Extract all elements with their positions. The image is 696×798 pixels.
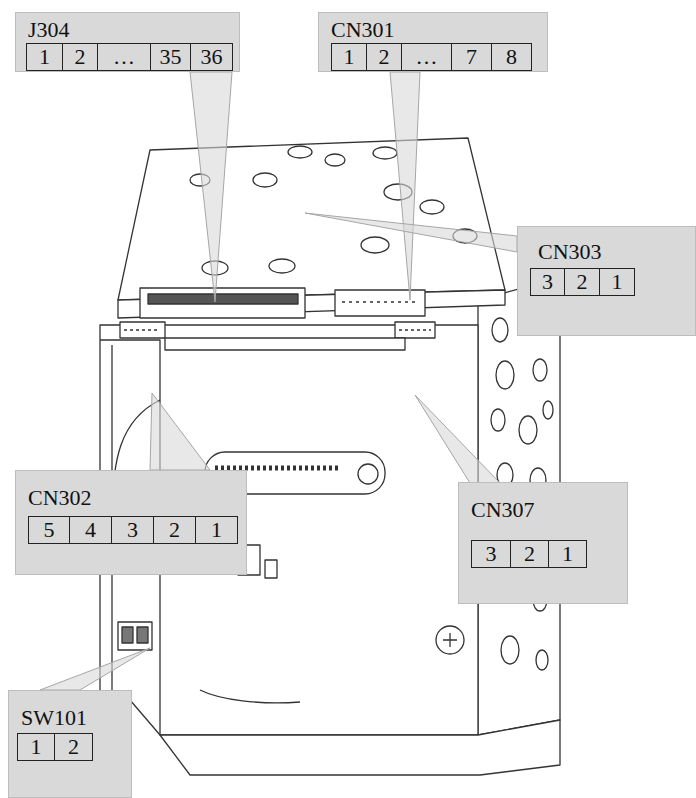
pin-number: 8 bbox=[506, 46, 517, 68]
callout-box: CN307 3 2 1 bbox=[458, 482, 628, 604]
pin-number: 7 bbox=[466, 46, 477, 68]
pin-cell: 2 bbox=[154, 516, 196, 544]
pin-number: … bbox=[113, 46, 135, 68]
pin-number: 1 bbox=[562, 543, 573, 565]
pin-number: … bbox=[416, 46, 438, 68]
pin-cell: 1 bbox=[26, 43, 63, 71]
callout-box: CN303 3 2 1 bbox=[517, 226, 696, 336]
pin-number: 5 bbox=[44, 519, 55, 541]
pin-number: 3 bbox=[542, 271, 553, 293]
callout-box: J304 1 2 … 35 36 bbox=[15, 12, 240, 72]
pin-cell: 1 bbox=[17, 733, 55, 761]
pin-cell: 1 bbox=[196, 516, 238, 544]
pin-cell: 1 bbox=[600, 268, 635, 296]
pin-cell: 1 bbox=[549, 540, 587, 568]
pin-cell: 3 bbox=[112, 516, 154, 544]
pin-number: 4 bbox=[85, 519, 96, 541]
pin-cell: 3 bbox=[530, 268, 565, 296]
pin-cell: 1 bbox=[331, 43, 367, 71]
connector-name: J304 bbox=[28, 19, 70, 41]
connector-name: CN302 bbox=[28, 487, 92, 509]
pin-cell: 7 bbox=[452, 43, 492, 71]
callout-box: CN301 1 2 … 7 8 bbox=[318, 12, 548, 72]
pin-number: 1 bbox=[211, 519, 222, 541]
pin-cell: 35 bbox=[151, 43, 191, 71]
pin-cell: 36 bbox=[191, 43, 233, 71]
pin-number: 2 bbox=[577, 271, 588, 293]
pin-number: 2 bbox=[68, 736, 79, 758]
callout-box: SW101 1 2 bbox=[8, 690, 132, 798]
pin-cell: 2 bbox=[55, 733, 93, 761]
pin-cell: 5 bbox=[28, 516, 70, 544]
pin-number: 1 bbox=[612, 271, 623, 293]
pin-cell: 2 bbox=[511, 540, 549, 568]
pin-number: 1 bbox=[31, 736, 42, 758]
pin-number: 1 bbox=[344, 46, 355, 68]
pin-cell: 3 bbox=[471, 540, 511, 568]
connector-name: CN307 bbox=[471, 499, 535, 521]
connector-name: CN301 bbox=[331, 19, 395, 41]
pin-number: 2 bbox=[75, 46, 86, 68]
pin-number: 2 bbox=[524, 543, 535, 565]
connector-name: CN303 bbox=[538, 241, 602, 263]
pin-cell: 2 bbox=[565, 268, 600, 296]
pin-number: 2 bbox=[169, 519, 180, 541]
pin-number: 3 bbox=[486, 543, 497, 565]
pin-cell: … bbox=[402, 43, 452, 71]
pin-number: 3 bbox=[127, 519, 138, 541]
pin-cell: … bbox=[98, 43, 151, 71]
pin-number: 1 bbox=[39, 46, 50, 68]
pin-cell: 4 bbox=[70, 516, 112, 544]
pin-cell: 2 bbox=[63, 43, 98, 71]
pin-cell: 2 bbox=[367, 43, 402, 71]
pin-number: 35 bbox=[160, 46, 182, 68]
connector-name: SW101 bbox=[21, 707, 87, 729]
callout-box: CN302 5 4 3 2 1 bbox=[15, 470, 247, 575]
pin-cell: 8 bbox=[492, 43, 532, 71]
pin-number: 36 bbox=[201, 46, 223, 68]
pin-number: 2 bbox=[379, 46, 390, 68]
